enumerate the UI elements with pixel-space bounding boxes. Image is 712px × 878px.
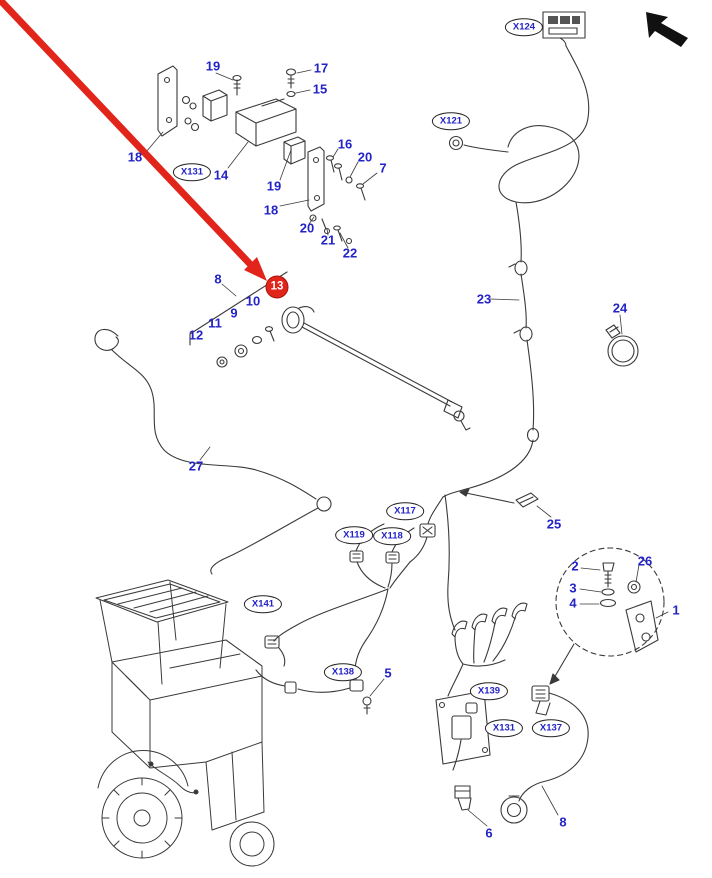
bracket-assembly xyxy=(157,65,366,245)
part-callout-11[interactable]: 11 xyxy=(208,315,222,331)
part-callout-19[interactable]: 19 xyxy=(205,58,221,74)
part-callout-19[interactable]: 19 xyxy=(266,178,282,194)
part-callout-8[interactable]: 8 xyxy=(214,271,222,287)
part-callout-6[interactable]: 6 xyxy=(485,825,493,841)
part-callout-2[interactable]: 2 xyxy=(571,558,579,574)
connector-label-x131[interactable]: X131 xyxy=(172,163,212,181)
part-callout-8[interactable]: 8 xyxy=(559,814,567,830)
cable-23 xyxy=(442,11,590,498)
connector-label-x141[interactable]: X141 xyxy=(243,595,283,613)
part-callout-4[interactable]: 4 xyxy=(569,595,577,611)
connector-label-x137[interactable]: X137 xyxy=(531,719,571,737)
part-callout-7[interactable]: 7 xyxy=(379,160,387,176)
connector-label-x117[interactable]: X117 xyxy=(386,502,424,520)
tractor-sketch xyxy=(95,579,275,867)
part-callout-24[interactable]: 24 xyxy=(612,300,628,316)
leader-lines xyxy=(145,69,669,827)
connector-label-x131[interactable]: X131 xyxy=(484,719,524,737)
main-harness xyxy=(255,494,589,824)
connector-label-x139[interactable]: X139 xyxy=(469,682,509,700)
hose-clamp-24 xyxy=(605,324,639,367)
part-callout-20[interactable]: 20 xyxy=(299,220,315,236)
highlighted-part-callout-13[interactable]: 13 xyxy=(265,275,289,299)
nav-arrow-icon xyxy=(646,12,688,47)
part-callout-23[interactable]: 23 xyxy=(476,291,492,307)
part-callout-22[interactable]: 22 xyxy=(342,245,358,261)
part-callout-9[interactable]: 9 xyxy=(230,305,238,321)
part-callout-18[interactable]: 18 xyxy=(263,202,279,218)
part-callout-14[interactable]: 14 xyxy=(213,167,229,183)
clip-25 xyxy=(459,488,539,508)
connector-label-x138[interactable]: X138 xyxy=(323,663,363,681)
part-callout-27[interactable]: 27 xyxy=(188,458,204,474)
part-callout-12[interactable]: 12 xyxy=(188,327,204,343)
part-callout-17[interactable]: 17 xyxy=(313,60,329,76)
part-callout-5[interactable]: 5 xyxy=(384,665,392,681)
mount-kit xyxy=(549,547,665,685)
part-callout-18[interactable]: 18 xyxy=(127,149,143,165)
wire-27 xyxy=(94,328,332,575)
part-callout-1[interactable]: 1 xyxy=(672,602,680,618)
part-callout-25[interactable]: 25 xyxy=(546,516,562,532)
part-callout-15[interactable]: 15 xyxy=(312,81,328,97)
connector-label-x119[interactable]: X119 xyxy=(335,526,373,544)
connector-label-x118[interactable]: X118 xyxy=(373,527,411,545)
part-callout-20[interactable]: 20 xyxy=(357,149,373,165)
part-callout-10[interactable]: 10 xyxy=(245,293,261,309)
part-callout-21[interactable]: 21 xyxy=(320,232,336,248)
highlight-arrow xyxy=(0,0,267,281)
connector-label-x124[interactable]: X124 xyxy=(504,18,544,36)
sensor-13-assembly xyxy=(189,271,471,431)
part-callout-3[interactable]: 3 xyxy=(569,580,577,596)
connector-label-x121[interactable]: X121 xyxy=(431,112,471,130)
part-callout-16[interactable]: 16 xyxy=(337,136,353,152)
part-callout-26[interactable]: 26 xyxy=(637,553,653,569)
